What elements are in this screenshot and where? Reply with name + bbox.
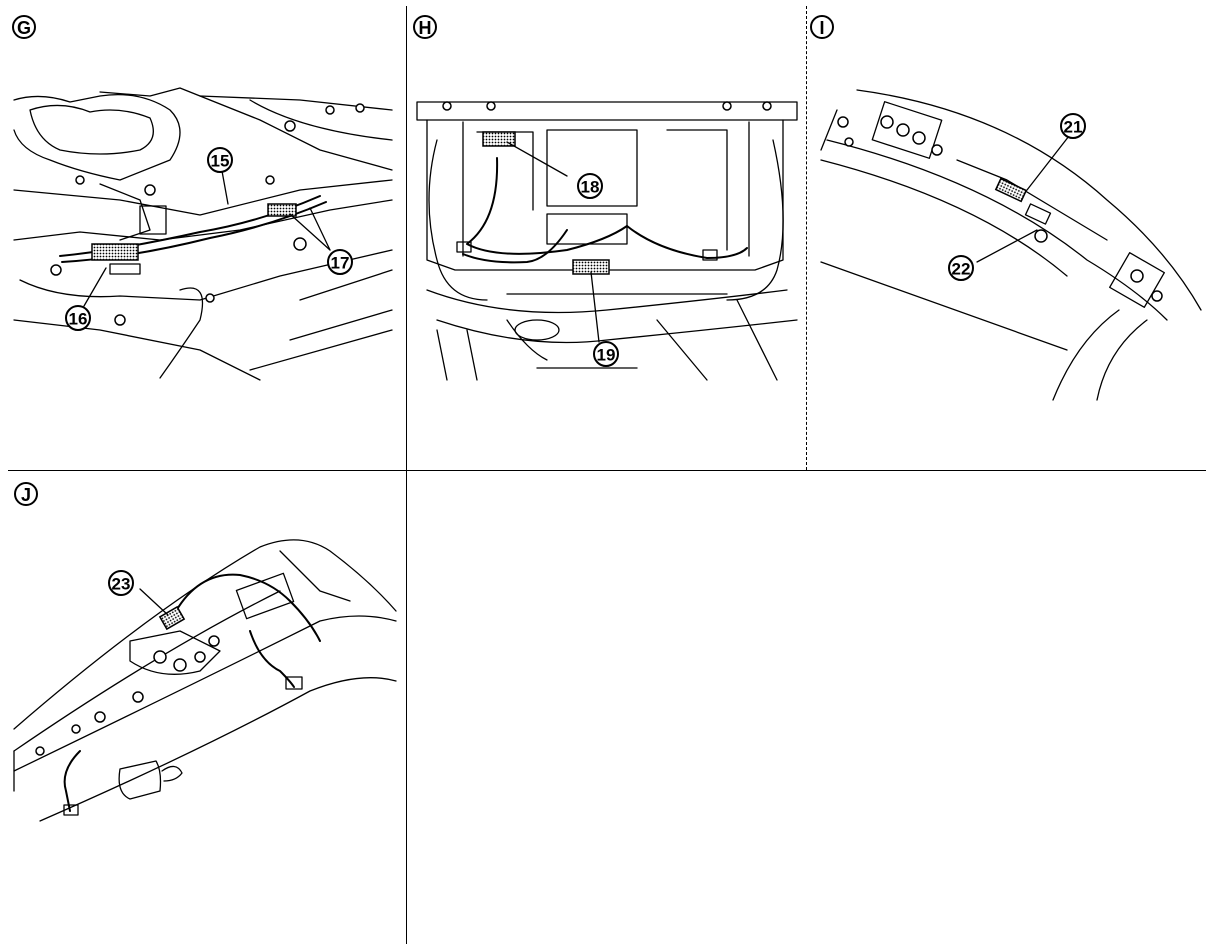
svg-text:17: 17 xyxy=(331,254,350,273)
divider-horizontal xyxy=(8,470,1206,471)
divider-vertical-left xyxy=(406,6,407,944)
panel-h: H xyxy=(407,0,806,470)
callout-18: 18 xyxy=(577,173,603,199)
connector-23 xyxy=(158,605,186,631)
callout-17: 17 xyxy=(327,249,353,275)
svg-text:18: 18 xyxy=(581,178,600,197)
connector-21 xyxy=(994,177,1028,203)
svg-text:22: 22 xyxy=(952,260,971,279)
svg-text:19: 19 xyxy=(597,346,616,365)
panel-h-label: H xyxy=(413,15,437,39)
panel-h-drawing: H xyxy=(413,15,798,381)
roof-interior-illustration xyxy=(13,539,397,822)
connector-16 xyxy=(91,243,139,261)
divider-vertical-right xyxy=(806,6,807,470)
callout-23: 23 xyxy=(108,570,134,596)
roof-rail-illustration xyxy=(820,89,1202,401)
connector-15 xyxy=(267,203,297,217)
panel-j-label: J xyxy=(14,482,38,506)
panel-g-label: G xyxy=(12,15,36,39)
panel-j-drawing: J xyxy=(13,482,397,822)
callout-22: 22 xyxy=(948,255,974,281)
svg-text:I: I xyxy=(819,18,824,38)
svg-text:G: G xyxy=(17,18,31,38)
svg-text:23: 23 xyxy=(112,575,131,594)
panel-g: G xyxy=(0,0,406,470)
svg-text:15: 15 xyxy=(211,152,230,171)
panel-i: I 21 xyxy=(807,0,1216,470)
panel-g-drawing: G xyxy=(12,15,393,381)
svg-text:21: 21 xyxy=(1064,118,1083,137)
svg-text:J: J xyxy=(21,485,31,505)
rear-panel-illustration xyxy=(416,101,798,381)
callout-19: 19 xyxy=(593,341,619,367)
callout-21: 21 xyxy=(1060,113,1086,139)
svg-text:H: H xyxy=(419,18,432,38)
callout-15: 15 xyxy=(207,147,233,173)
panel-i-label: I xyxy=(810,15,834,39)
panel-j: J xyxy=(0,471,406,944)
panel-i-drawing: I 21 xyxy=(810,15,1202,401)
engine-bay-illustration xyxy=(13,87,393,381)
callout-16: 16 xyxy=(65,305,91,331)
svg-text:16: 16 xyxy=(69,310,88,329)
